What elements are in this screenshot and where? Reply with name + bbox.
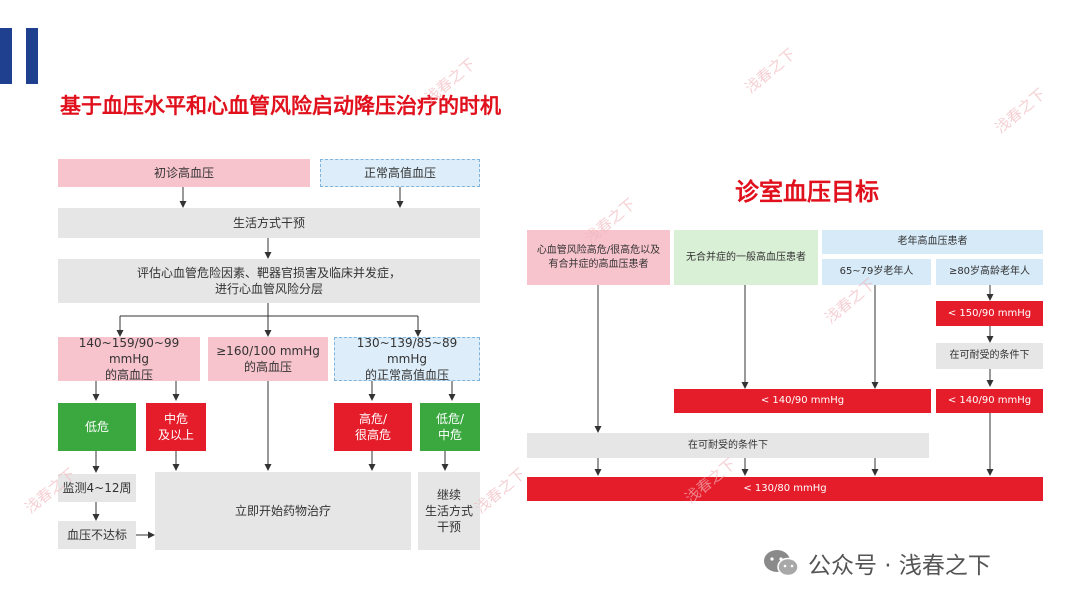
elderly-patients-box: 老年高血压患者 [822,230,1043,254]
uncomplicated-patients-box: 无合并症的一般高血压患者 [674,230,818,285]
risk-assessment-box: 评估心血管危险因素、靶器官损害及临床并发症， 进行心血管风险分层 [58,259,480,303]
grade1-hypertension-box: 140~159/90~99 mmHg 的高血压 [58,336,200,382]
wechat-account-name: 公众号 · 浅春之下 [808,553,991,579]
high-normal-bp-box: 正常高值血压 [320,159,480,187]
target-140-90-elderly-box: < 140/90 mmHg [936,389,1043,413]
continue-lifestyle-box: 继续 生活方式 干预 [418,472,480,550]
target-130-80-box: < 130/80 mmHg [527,477,1043,501]
target-150-90-box: < 150/90 mmHg [936,301,1043,326]
age-65-79-box: 65~79岁老年人 [822,259,931,285]
high-risk-patients-box: 心血管风险高危/很高危以及 有合并症的高血压患者 [527,230,670,285]
low-mid-risk-box: 低危/ 中危 [420,403,480,451]
wechat-icon [764,550,799,577]
start-drug-therapy-box: 立即开始药物治疗 [155,472,411,550]
tolerable-condition-box: 在可耐受的条件下 [936,343,1043,369]
initial-hypertension-box: 初诊高血压 [58,159,310,187]
lifestyle-intervention-box: 生活方式干预 [58,208,480,238]
right-title: 诊室血压目标 [735,177,879,206]
target-140-90-box: < 140/90 mmHg [674,389,931,413]
not-target-box: 血压不达标 [58,521,136,549]
high-normal-range-box: 130~139/85~89 mmHg 的正常高值血压 [334,336,480,382]
accent-bar-left [0,28,12,84]
wechat-account-label: 公众号 · 浅春之下 [762,546,991,580]
accent-bar-right [26,28,38,84]
tolerable-condition-wide-box: 在可耐受的条件下 [527,433,929,458]
monitor-box: 监测4~12周 [58,474,136,502]
left-title: 基于血压水平和心血管风险启动降压治疗的时机 [60,93,501,118]
age-80-plus-box: ≥80岁高龄老年人 [936,259,1043,285]
low-risk-box: 低危 [58,403,136,451]
high-risk-box: 高危/ 很高危 [334,403,412,451]
grade2-hypertension-box: ≥160/100 mmHg 的高血压 [208,337,328,381]
moderate-risk-box: 中危 及以上 [146,403,206,451]
